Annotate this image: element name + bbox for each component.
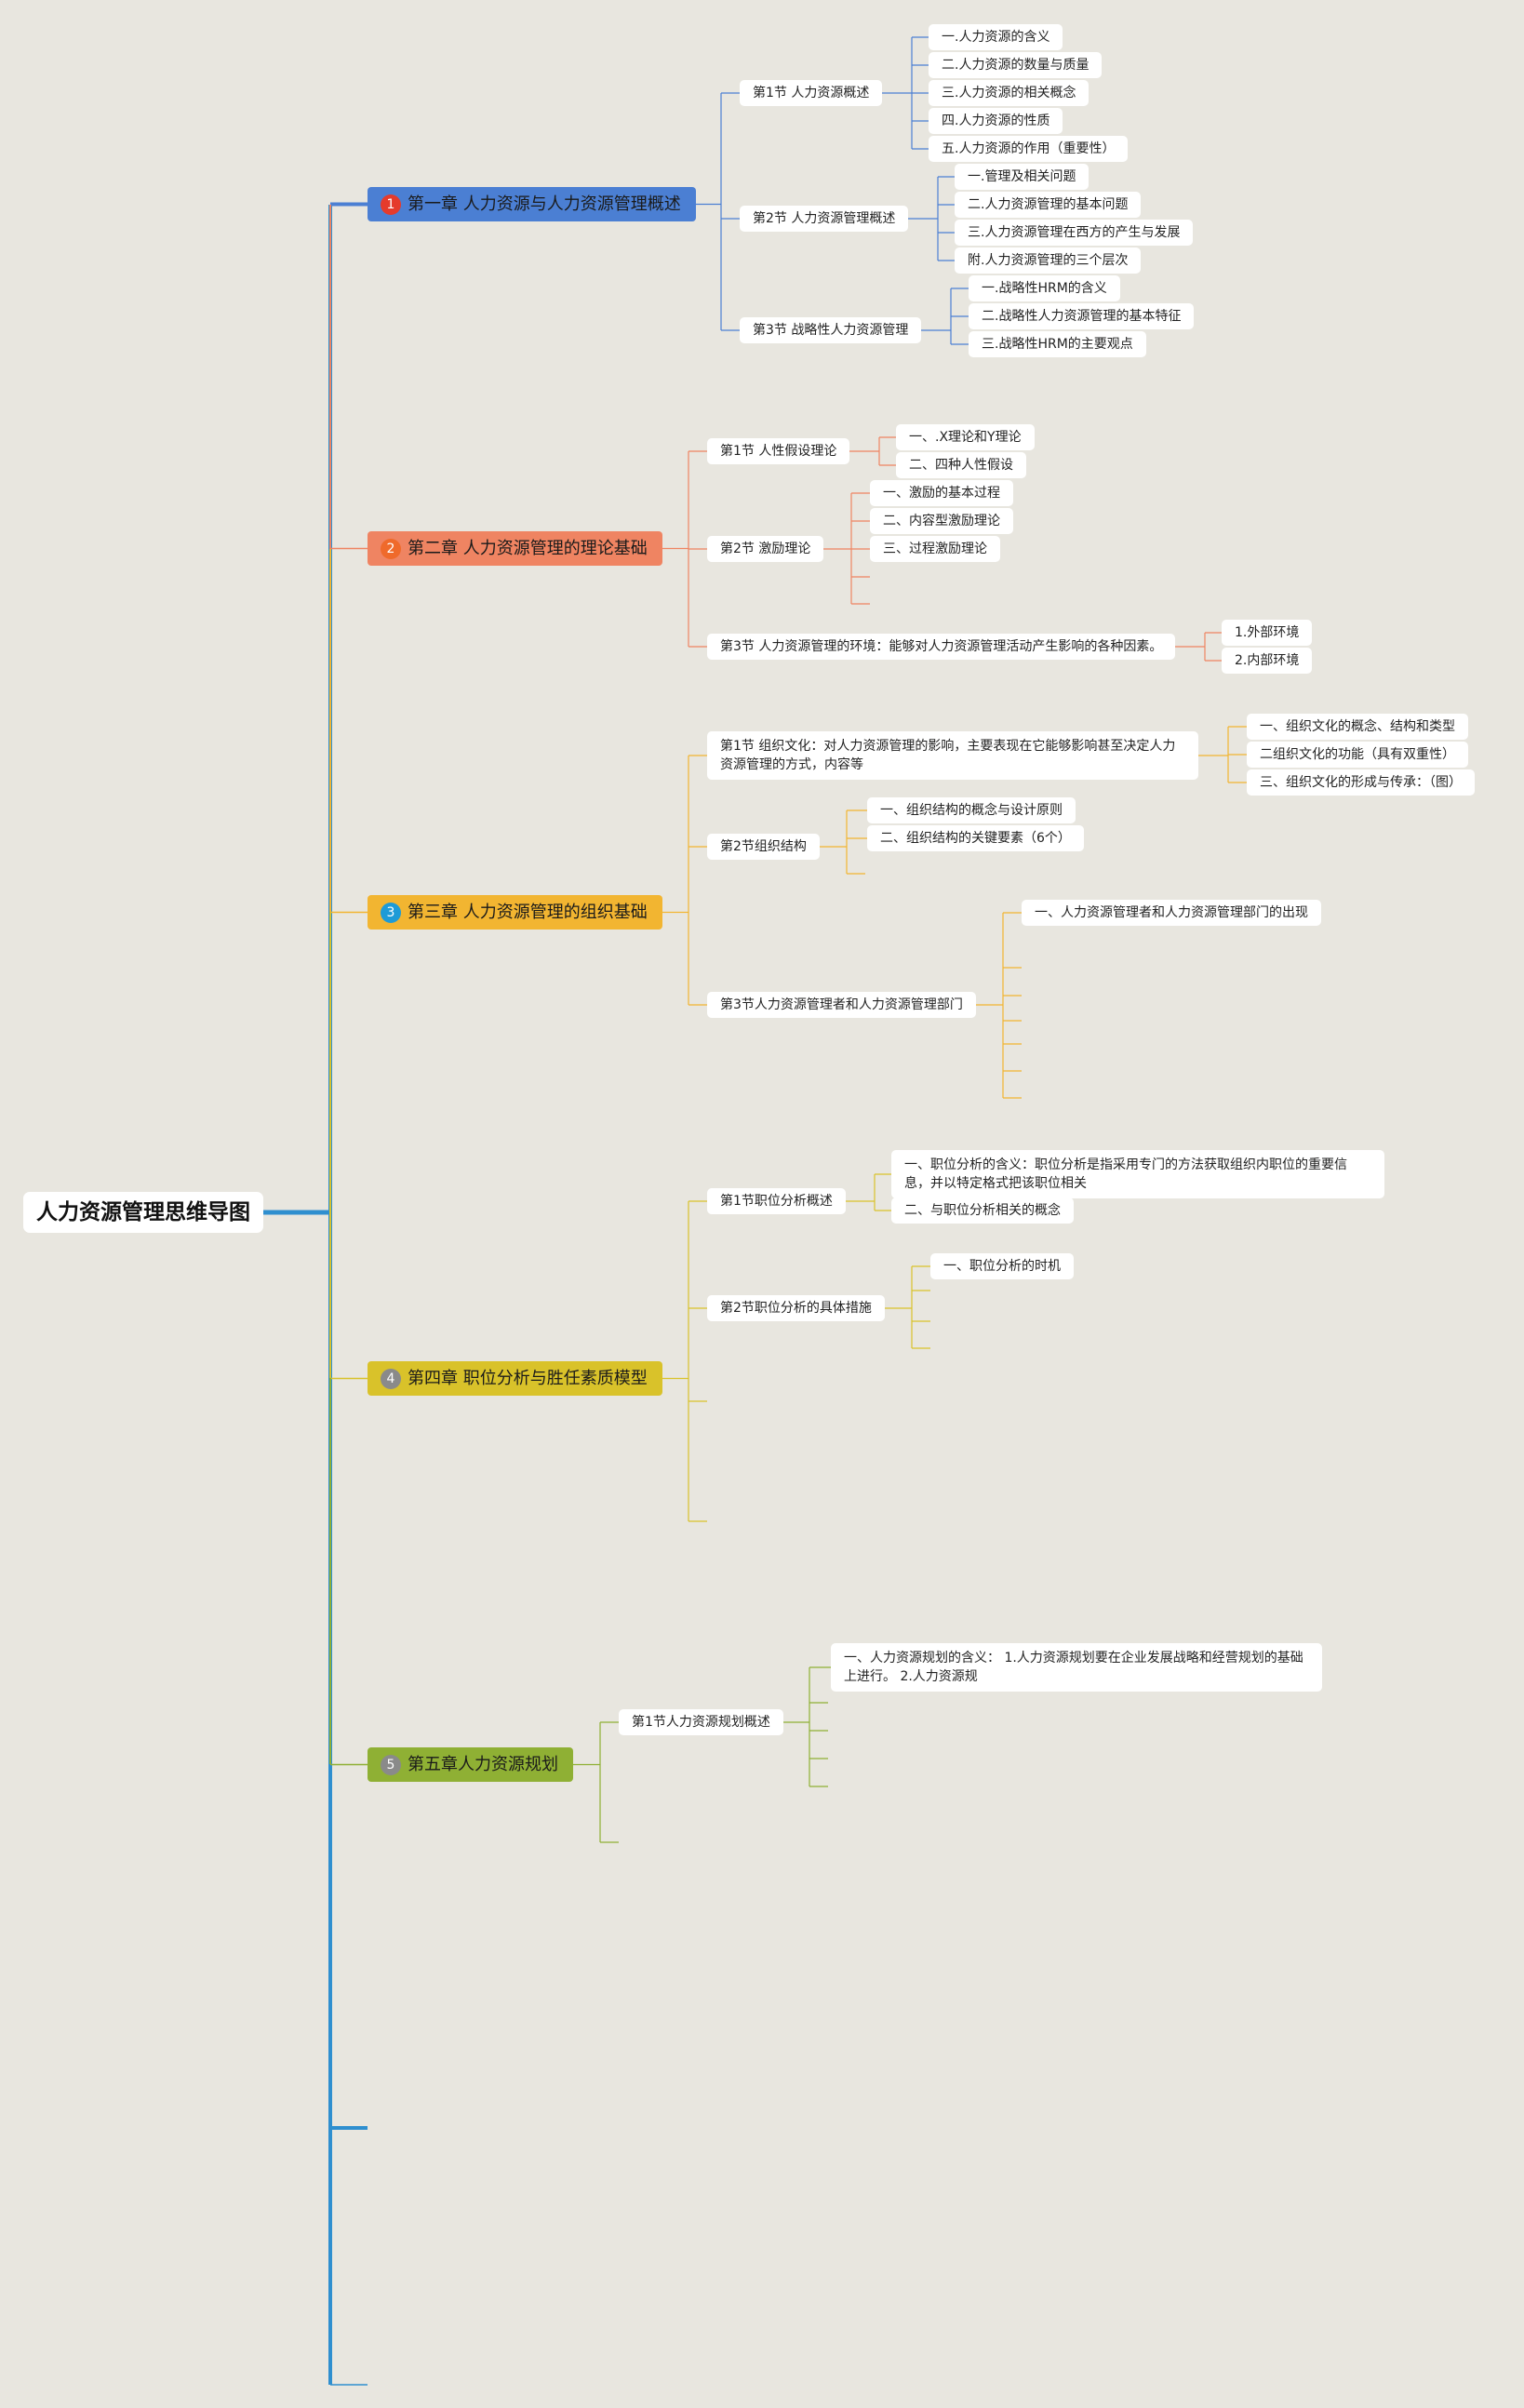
ch2-sec1-topic[interactable]: 第1节 人性假设理论 (707, 438, 850, 464)
number-1-icon: 1 (381, 194, 401, 215)
ch1-sec2-item4[interactable]: 附.人力资源管理的三个层次 (955, 247, 1142, 274)
ch1-sec1-item4[interactable]: 四.人力资源的性质 (929, 108, 1063, 134)
ch2-sec2-item2[interactable]: 二、内容型激励理论 (870, 508, 1013, 534)
ch2-sec3-item1[interactable]: 1.外部环境 (1222, 620, 1313, 646)
ch2-sec1-item2[interactable]: 二、四种人性假设 (896, 452, 1026, 478)
ch5-sec1-item1[interactable]: 一、人力资源规划的含义： 1.人力资源规划要在企业发展战略和经营规划的基础上进行… (831, 1643, 1322, 1692)
ch3-sec2-item1[interactable]: 一、组织结构的概念与设计原则 (867, 797, 1076, 823)
ch1-sec1-topic[interactable]: 第1节 人力资源概述 (740, 80, 883, 106)
ch1-sec1-item5[interactable]: 五.人力资源的作用（重要性） (929, 136, 1129, 162)
ch1-sec3-item3[interactable]: 三.战略性HRM的主要观点 (969, 331, 1146, 357)
root-topic[interactable]: 人力资源管理思维导图 (23, 1192, 263, 1233)
chapter-4-label: 第四章 职位分析与胜任素质模型 (408, 1369, 648, 1388)
ch1-sec3-item1[interactable]: 一.战略性HRM的含义 (969, 275, 1120, 301)
ch1-sec2-item2[interactable]: 二.人力资源管理的基本问题 (955, 192, 1142, 218)
ch3-sec1-item3[interactable]: 三、组织文化的形成与传承：（图） (1247, 769, 1475, 796)
ch4-sec2-topic[interactable]: 第2节职位分析的具体措施 (707, 1295, 885, 1321)
ch3-sec1-item1[interactable]: 一、组织文化的概念、结构和类型 (1247, 714, 1468, 740)
ch1-sec3-topic[interactable]: 第3节 战略性人力资源管理 (740, 317, 922, 343)
number-2-icon: 2 (381, 538, 401, 559)
ch1-sec2-item3[interactable]: 三.人力资源管理在西方的产生与发展 (955, 220, 1194, 246)
ch4-sec1-item2[interactable]: 二、与职位分析相关的概念 (891, 1197, 1074, 1224)
ch4-sec1-topic[interactable]: 第1节职位分析概述 (707, 1188, 846, 1214)
ch3-sec1-item2[interactable]: 二组织文化的功能（具有双重性） (1247, 742, 1468, 768)
chapter-2-topic[interactable]: 2 第二章 人力资源管理的理论基础 (368, 531, 662, 566)
ch3-sec1-topic[interactable]: 第1节 组织文化：对人力资源管理的影响，主要表现在它能够影响甚至决定人力资源管理… (707, 731, 1198, 780)
number-3-icon: 3 (381, 902, 401, 923)
ch2-sec3-item2[interactable]: 2.内部环境 (1222, 648, 1313, 674)
ch1-sec2-item1[interactable]: 一.管理及相关问题 (955, 164, 1090, 190)
ch2-sec2-topic[interactable]: 第2节 激励理论 (707, 536, 824, 562)
ch1-sec2-topic[interactable]: 第2节 人力资源管理概述 (740, 206, 909, 232)
number-4-icon: 4 (381, 1368, 401, 1389)
number-5-icon: 5 (381, 1754, 401, 1775)
ch4-sec2-item1[interactable]: 一、职位分析的时机 (930, 1253, 1074, 1279)
chapter-5-topic[interactable]: 5 第五章人力资源规划 (368, 1747, 573, 1782)
chapter-4-topic[interactable]: 4 第四章 职位分析与胜任素质模型 (368, 1361, 662, 1396)
chapter-3-topic[interactable]: 3 第三章 人力资源管理的组织基础 (368, 895, 662, 930)
ch3-sec3-item1[interactable]: 一、人力资源管理者和人力资源管理部门的出现 (1022, 900, 1321, 926)
ch3-sec2-topic[interactable]: 第2节组织结构 (707, 834, 820, 860)
chapter-3-label: 第三章 人力资源管理的组织基础 (408, 903, 648, 922)
ch2-sec2-item1[interactable]: 一、激励的基本过程 (870, 480, 1013, 506)
ch2-sec2-item3[interactable]: 三、过程激励理论 (870, 536, 1000, 562)
ch1-sec1-item3[interactable]: 三.人力资源的相关概念 (929, 80, 1090, 106)
ch1-sec1-item2[interactable]: 二.人力资源的数量与质量 (929, 52, 1103, 78)
chapter-2-label: 第二章 人力资源管理的理论基础 (408, 539, 648, 558)
ch3-sec3-topic[interactable]: 第3节人力资源管理者和人力资源管理部门 (707, 992, 976, 1018)
ch5-sec1-topic[interactable]: 第1节人力资源规划概述 (619, 1709, 783, 1735)
ch1-sec3-item2[interactable]: 二.战略性人力资源管理的基本特征 (969, 303, 1195, 329)
chapter-1-topic[interactable]: 1 第一章 人力资源与人力资源管理概述 (368, 187, 696, 221)
ch1-sec1-item1[interactable]: 一.人力资源的含义 (929, 24, 1063, 50)
chapter-5-label: 第五章人力资源规划 (408, 1755, 558, 1774)
ch2-sec3-topic[interactable]: 第3节 人力资源管理的环境：能够对人力资源管理活动产生影响的各种因素。 (707, 634, 1176, 660)
chapter-1-label: 第一章 人力资源与人力资源管理概述 (408, 194, 681, 214)
ch2-sec1-item1[interactable]: 一、.X理论和Y理论 (896, 424, 1035, 450)
ch3-sec2-item2[interactable]: 二、组织结构的关键要素（6个） (867, 825, 1084, 851)
ch4-sec1-item1[interactable]: 一、职位分析的含义：职位分析是指采用专门的方法获取组织内职位的重要信息，并以特定… (891, 1150, 1384, 1198)
